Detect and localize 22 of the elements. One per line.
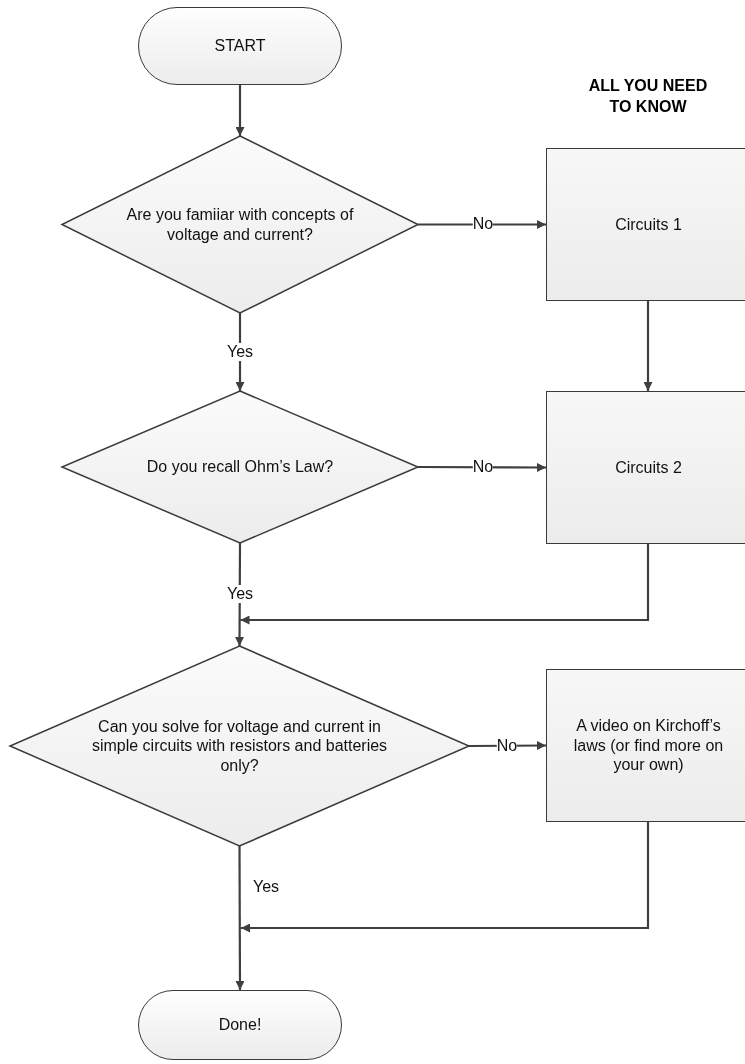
- process-box: [546, 669, 745, 822]
- arrow: [240, 544, 650, 625]
- node-text: A video on Kirchoff’s laws (or find more on your own): [572, 716, 725, 775]
- edge-label: Yes: [226, 343, 254, 361]
- arrow: [469, 741, 546, 751]
- node-text: Can you solve for voltage and current in simple circuits with resistors and batteries only?: [90, 716, 389, 776]
- node-text: Do you recall Ohm’s Law?: [146, 457, 334, 477]
- node-text: Circuits 2: [615, 457, 682, 478]
- node-text: Circuits 1: [615, 214, 682, 235]
- arrow: [643, 301, 653, 391]
- arrow: [235, 85, 245, 136]
- edge-label: Yes: [226, 585, 254, 603]
- column-heading: ALL YOU NEED TO KNOW: [587, 76, 709, 117]
- process-box: [546, 148, 745, 301]
- arrow: [241, 822, 650, 933]
- arrow: [235, 846, 245, 990]
- arrow: [418, 220, 546, 229]
- arrow: [418, 462, 546, 472]
- node-text: START: [214, 36, 266, 56]
- node-text: Done!: [218, 1015, 262, 1035]
- process-box: [546, 391, 745, 544]
- node-text: Are you famiiar with concepts of voltage and current?: [125, 205, 355, 244]
